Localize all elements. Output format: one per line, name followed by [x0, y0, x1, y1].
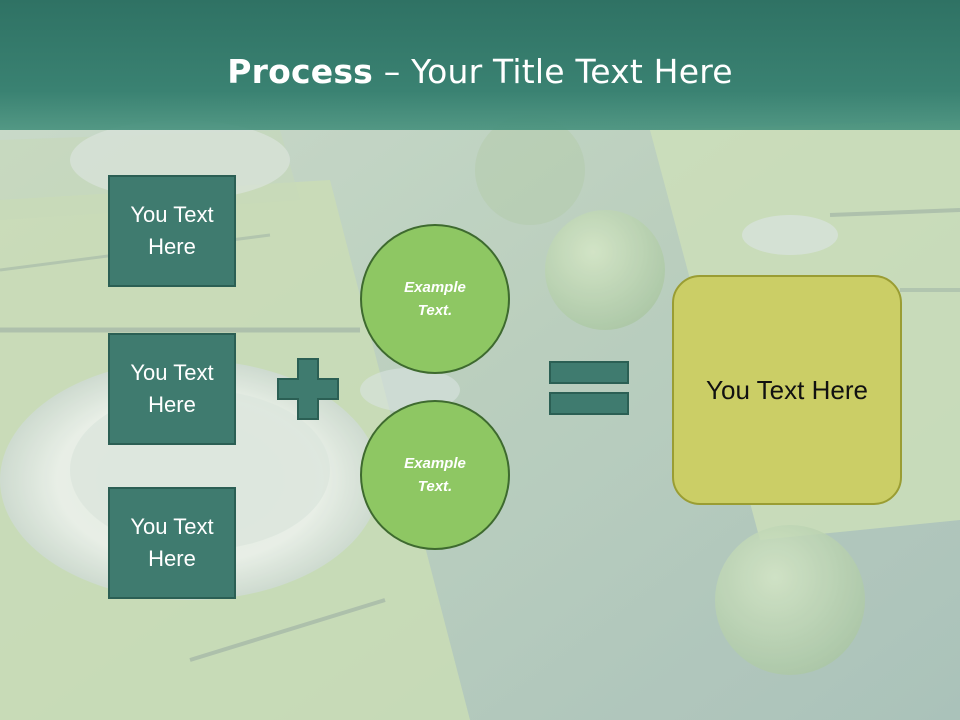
plus-icon [277, 358, 339, 420]
input-box-3[interactable]: You Text Here [108, 487, 236, 599]
example-circle-2[interactable]: Example Text. [360, 400, 510, 550]
circle-label: Example Text. [404, 455, 466, 495]
result-label: You Text Here [706, 374, 868, 405]
circle-label: Example Text. [404, 279, 466, 319]
title-rest: – Your Title Text Here [373, 52, 733, 91]
input-box-1[interactable]: You Text Here [108, 175, 236, 287]
example-circle-1[interactable]: Example Text. [360, 224, 510, 374]
result-box[interactable]: You Text Here [672, 275, 902, 505]
title-bar: Process – Your Title Text Here [0, 0, 960, 130]
equals-icon [549, 361, 629, 415]
slide-title: Process – Your Title Text Here [0, 52, 960, 91]
input-box-label: You Text Here [130, 360, 214, 417]
input-box-label: You Text Here [130, 514, 214, 571]
title-bold: Process [227, 52, 374, 91]
input-box-label: You Text Here [130, 202, 214, 259]
input-box-2[interactable]: You Text Here [108, 333, 236, 445]
